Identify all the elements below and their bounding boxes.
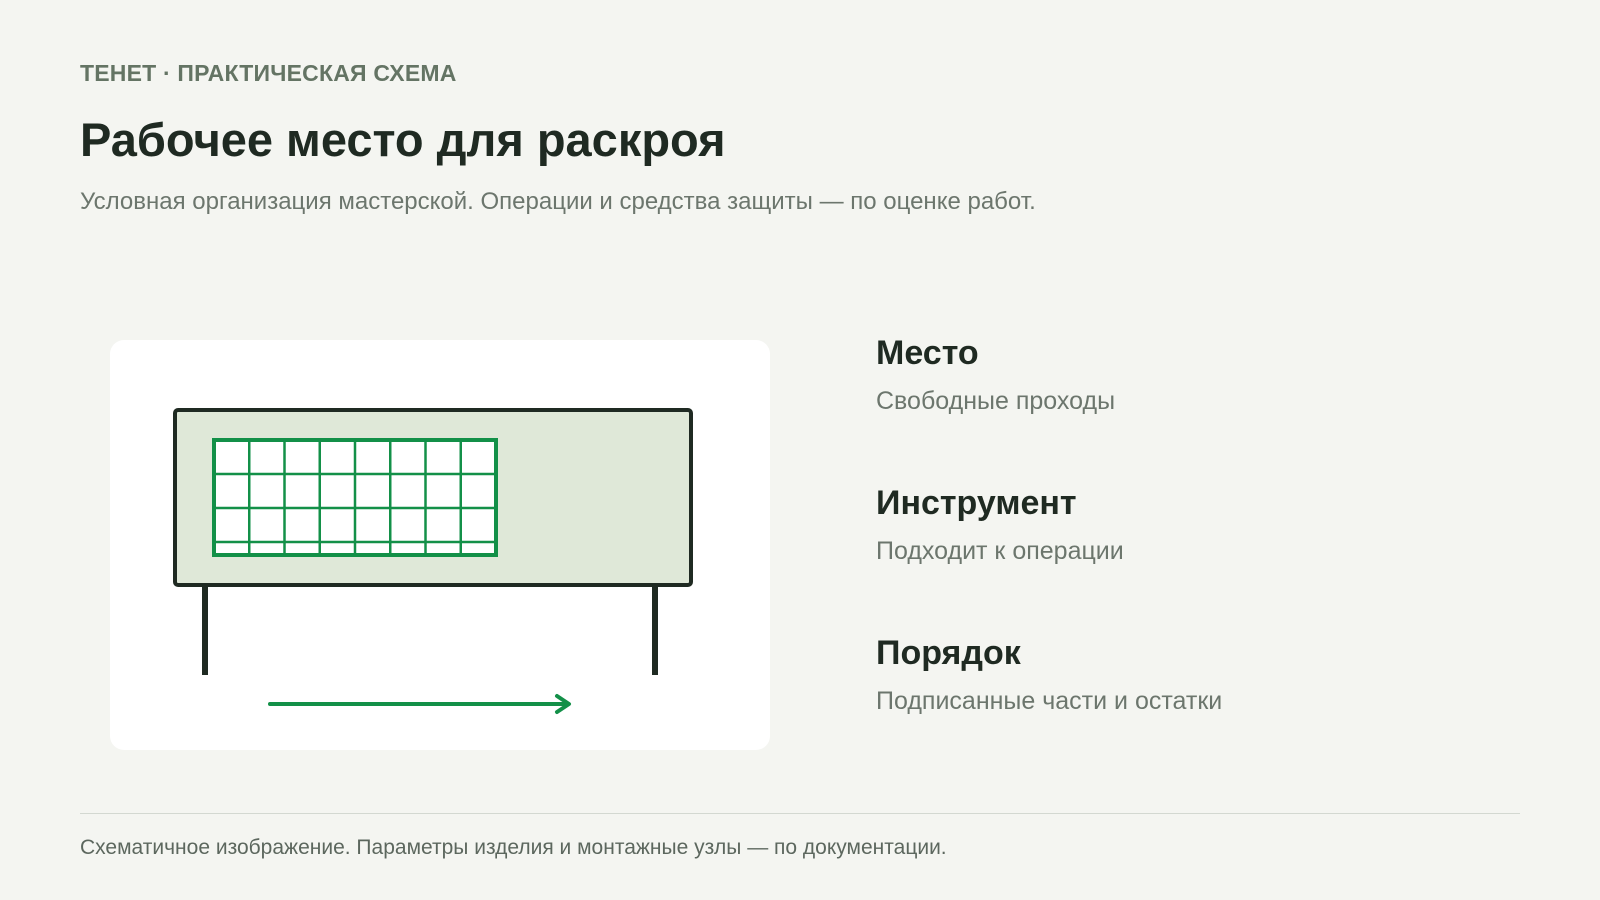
feature-text: Подходит к операции — [876, 537, 1124, 565]
feature-item-tool: Инструмент Подходит к операции — [876, 480, 1536, 630]
feature-title: Место — [876, 334, 979, 372]
cutting-table-illustration — [173, 408, 693, 714]
feature-text: Подписанные части и остатки — [876, 687, 1223, 715]
page-title: Рабочее место для раскроя — [80, 113, 726, 166]
feature-text: Свободные проходы — [876, 387, 1116, 415]
feature-title: Порядок — [876, 634, 1021, 672]
footer-divider — [80, 813, 1520, 814]
feature-list: Место Свободные проходы Инструмент Подхо… — [876, 330, 1536, 780]
feature-item-place: Место Свободные проходы — [876, 330, 1536, 480]
material-grid-icon — [212, 438, 498, 557]
feature-title: Инструмент — [876, 484, 1077, 522]
feature-item-order: Порядок Подписанные части и остатки — [876, 630, 1536, 780]
page-subtitle: Условная организация мастерской. Операци… — [80, 188, 1036, 215]
direction-arrow-icon — [268, 694, 571, 714]
arrow-head — [555, 694, 571, 714]
kicker-label: ТЕНЕТ · ПРАКТИЧЕСКАЯ СХЕМА — [80, 60, 457, 86]
illustration-card — [110, 340, 770, 750]
footer-note: Схематичное изображение. Параметры издел… — [80, 836, 947, 859]
